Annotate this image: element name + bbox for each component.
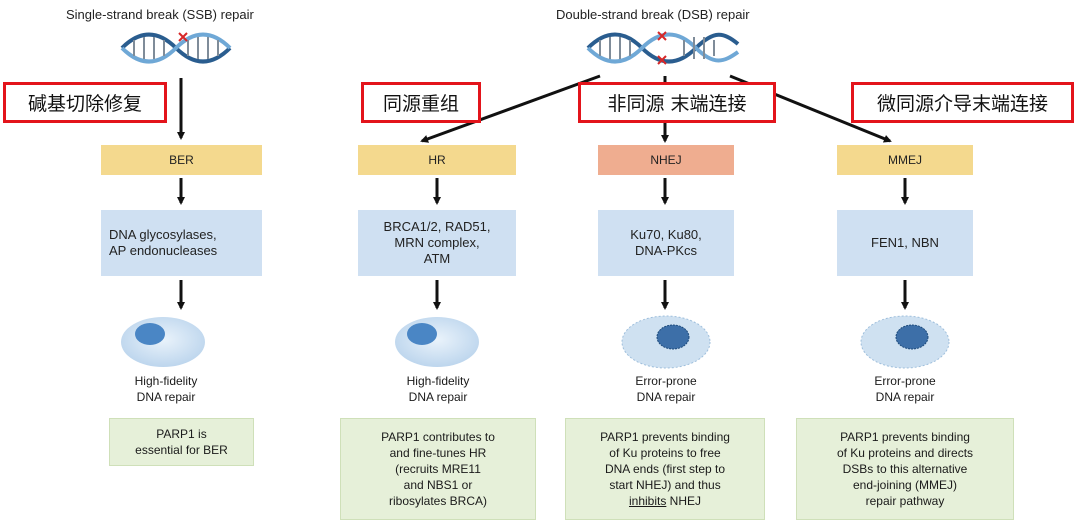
outcome-hr: High-fidelity DNA repair [373,373,503,405]
pathway-hr: HR [358,145,516,175]
outcome-nhej: Error-prone DNA repair [601,373,731,405]
parp1-note-mmej: PARP1 prevents binding of Ku proteins an… [796,418,1014,520]
protein-line: AP endonucleases [109,243,218,258]
parp1-line: repair pathway [865,494,945,508]
parp1-line: end-joining (MMEJ) [852,478,958,492]
cell-icon [860,315,950,369]
ssb-repair-header: Single-strand break (SSB) repair [66,7,254,22]
parp1-line: and fine-tunes HR [389,446,487,460]
protein-line: DNA glycosylases, [109,227,217,242]
parp1-note-hr: PARP1 contributes to and fine-tunes HR (… [340,418,536,520]
parp1-line: PARP1 prevents binding [600,430,730,444]
protein-line: Ku70, Ku80, [630,227,702,242]
outcome-line: DNA repair [636,390,696,404]
parp1-line-last: inhibits NHEJ [572,493,758,509]
break-mark-icon [178,32,188,42]
outcome-mmej: Error-prone DNA repair [840,373,970,405]
parp1-line: of Ku proteins to free [609,446,721,460]
protein-line: DNA-PKcs [634,243,698,258]
parp1-line-tail: NHEJ [666,494,702,508]
parp1-line: ribosylates BRCA) [388,494,488,508]
proteins-nhej: Ku70, Ku80, DNA-PKcs [598,210,734,276]
parp1-line: essential for BER [135,443,228,457]
parp1-line: start NHEJ) and thus [609,478,721,492]
cell-icon [121,317,205,367]
inhibits-word: inhibits [628,494,667,508]
outcome-line: Error-prone [635,374,697,388]
proteins-hr: BRCA1/2, RAD51, MRN complex, ATM [358,210,516,276]
parp1-line: (recruits MRE11 [395,462,481,476]
arrow-icon [420,74,601,143]
protein-line: BRCA1/2, RAD51, [383,219,491,234]
parp1-note-nhej: PARP1 prevents binding of Ku proteins to… [565,418,765,520]
label-mmej-chinese: 微同源介导末端连接 [851,82,1074,123]
label-nhej-chinese: 非同源 末端连接 [578,82,776,123]
parp1-line: PARP1 contributes to [381,430,495,444]
parp1-line: PARP1 prevents binding [840,430,970,444]
outcome-line: DNA repair [136,390,196,404]
proteins-mmej: FEN1, NBN [837,210,973,276]
protein-line: FEN1, NBN [871,235,939,250]
parp1-note-ber: PARP1 is essential for BER [109,418,254,466]
parp1-line: of Ku proteins and directs [836,446,974,460]
cell-icon [621,315,711,369]
pathway-nhej: NHEJ [598,145,734,175]
parp1-line: DNA ends (first step to [604,462,726,476]
cell-icon [395,317,479,367]
outcome-ber: High-fidelity DNA repair [101,373,231,405]
outcome-line: DNA repair [875,390,935,404]
parp1-line: PARP1 is [156,427,207,441]
proteins-ber: DNA glycosylases, AP endonucleases [101,210,262,276]
pathway-mmej: MMEJ [837,145,973,175]
parp1-line: and NBS1 or [403,478,473,492]
outcome-line: Error-prone [874,374,936,388]
label-hr-chinese: 同源重组 [361,82,481,123]
outcome-line: DNA repair [408,390,468,404]
parp1-line: DSBs to this alternative [842,462,968,476]
dna-helix-icon [586,32,740,64]
pathway-ber: BER [101,145,262,175]
dna-helix-icon [120,32,232,64]
protein-line: ATM [423,251,451,266]
label-ber-chinese: 碱基切除修复 [3,82,167,123]
dsb-repair-header: Double-strand break (DSB) repair [556,7,750,22]
break-mark-icon [657,31,667,65]
outcome-line: High-fidelity [406,374,470,388]
protein-line: MRN complex, [394,235,480,250]
outcome-line: High-fidelity [134,374,198,388]
